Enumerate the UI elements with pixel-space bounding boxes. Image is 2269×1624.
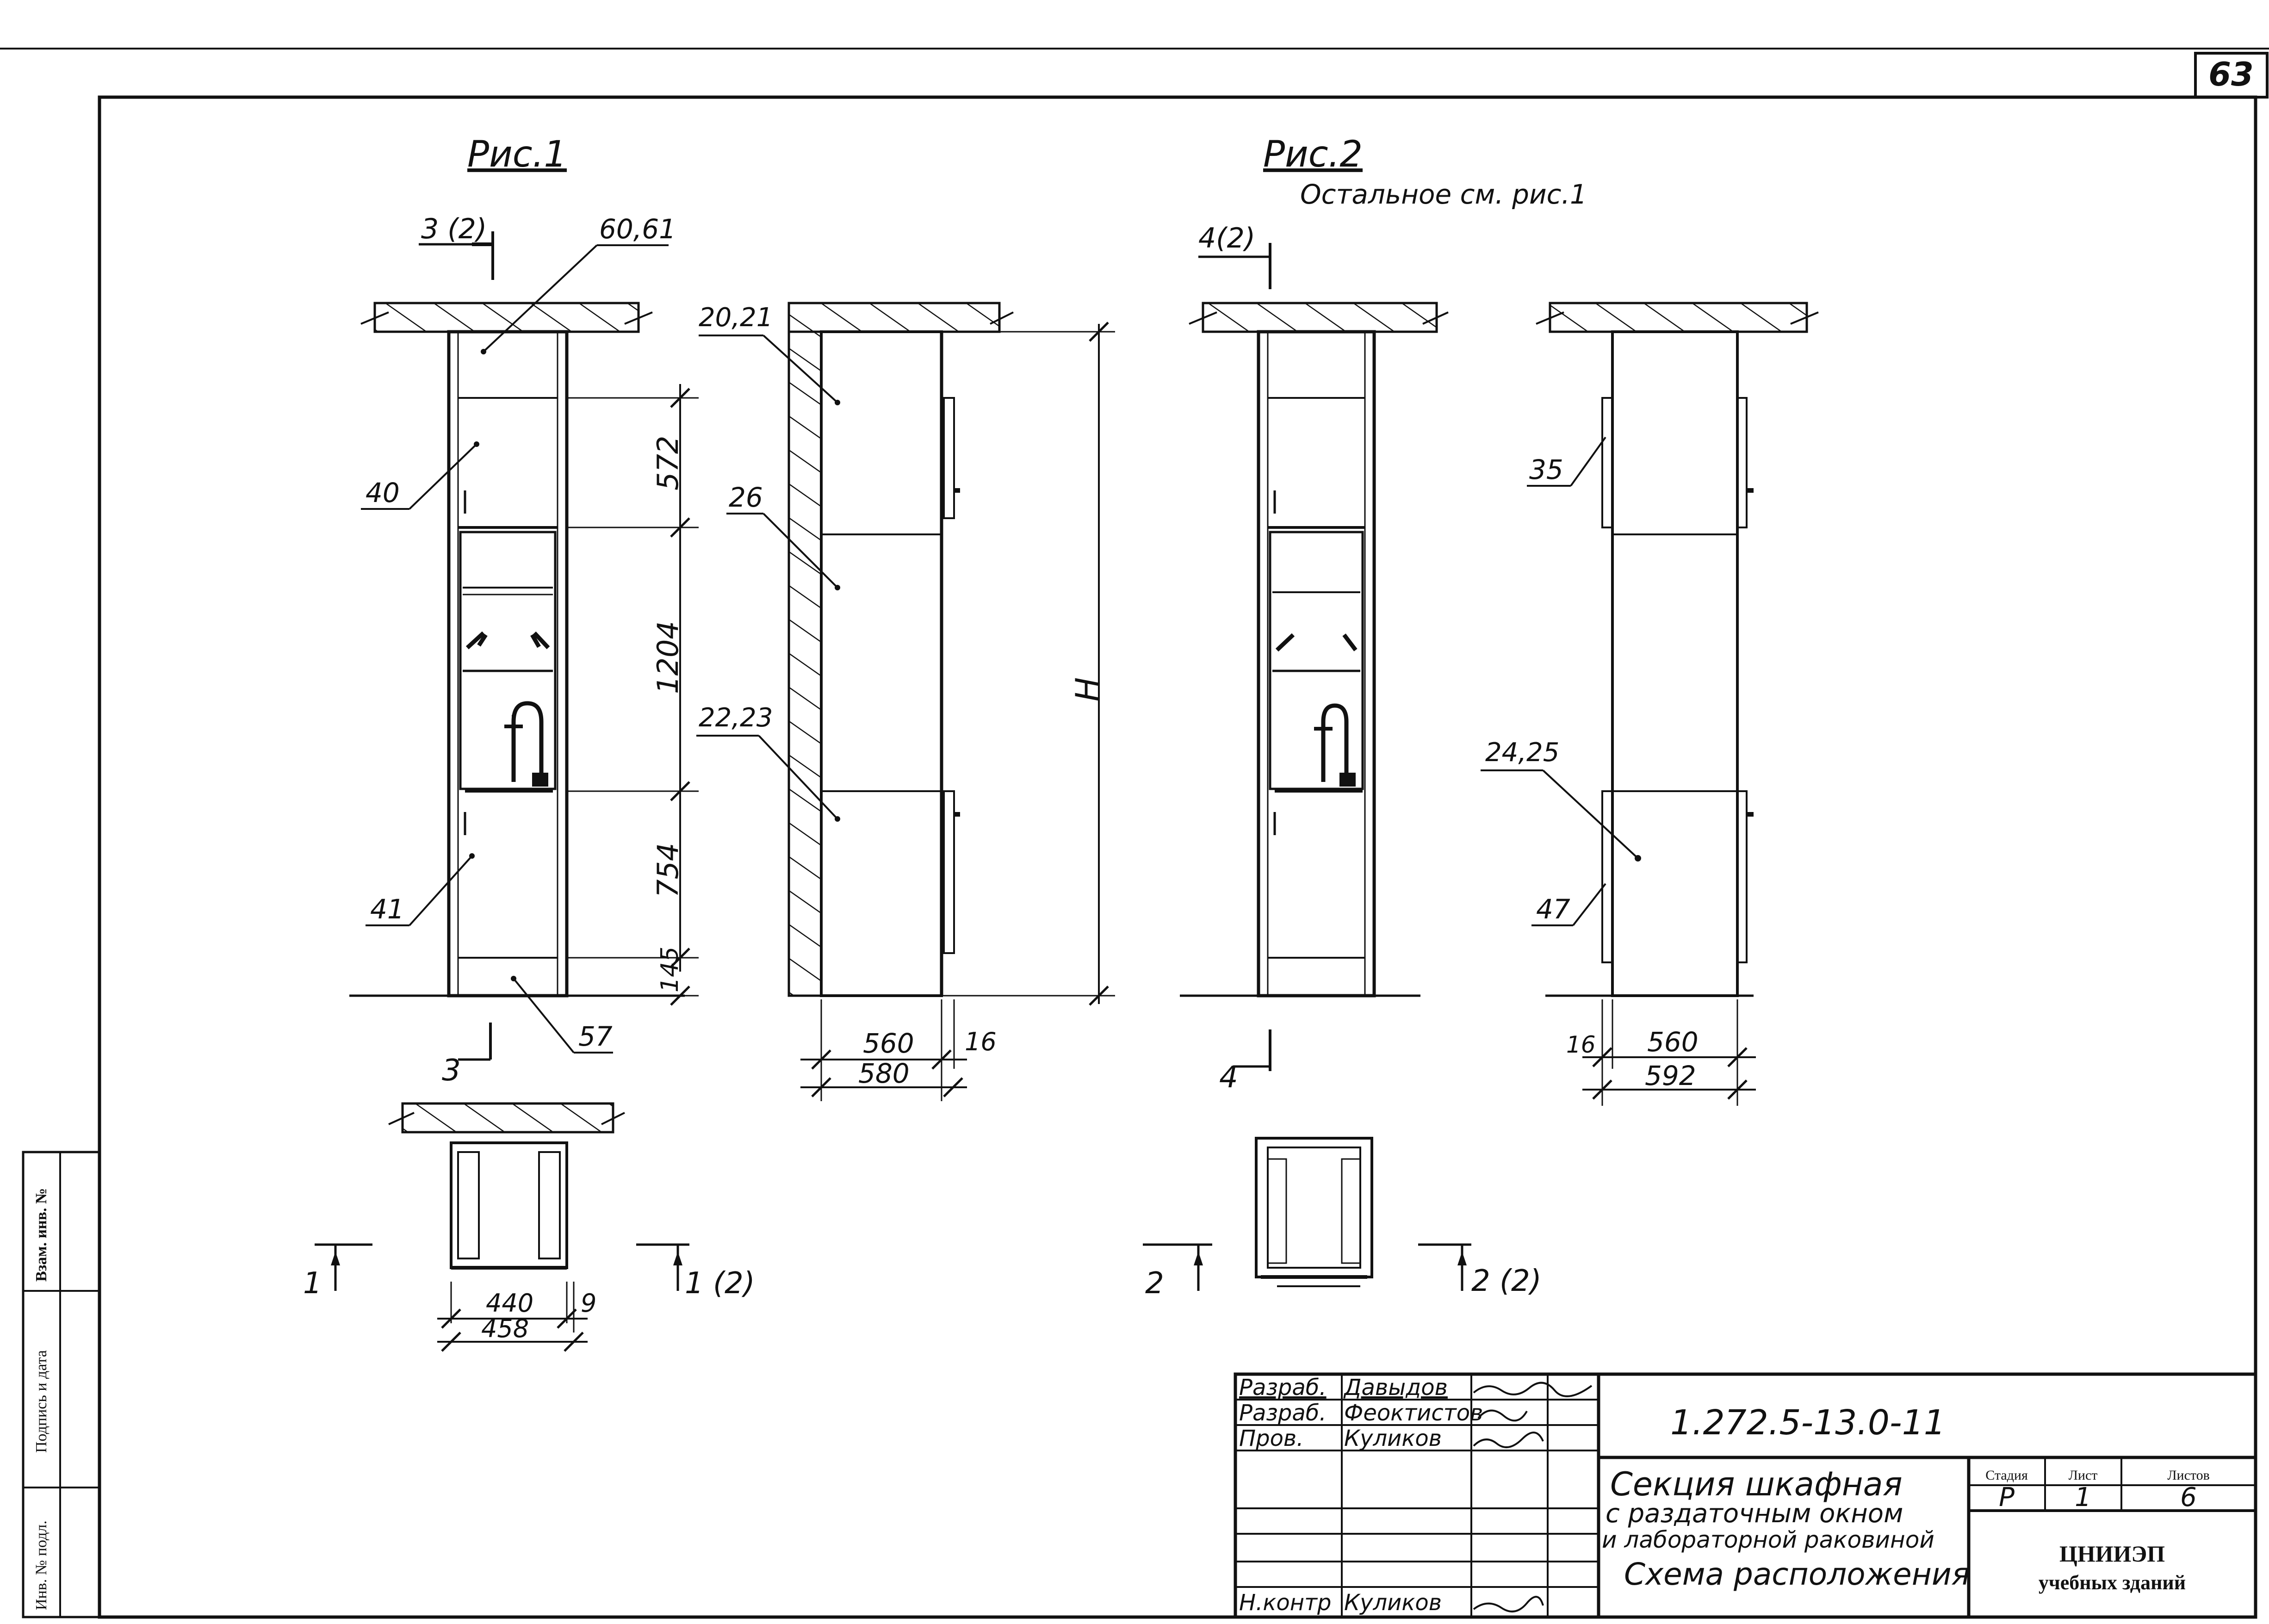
faucet-base	[532, 773, 548, 787]
stage-header: Стадия	[1985, 1468, 2028, 1483]
callout-35: 35	[1529, 454, 1563, 485]
tb-row1-role: Разраб.	[1239, 1375, 1327, 1401]
section-4-label: 4(2)	[1198, 222, 1255, 254]
section-1-right: 1 (2)	[685, 1266, 755, 1301]
callout-20-21: 20,21	[699, 303, 773, 333]
stamp-inv-podl: Инв. № подл.	[33, 1520, 50, 1610]
inner-frame	[98, 95, 2257, 1619]
doc-title-line4: Схема расположения	[1624, 1556, 1970, 1592]
faucet	[511, 701, 544, 782]
fig1-plan-view: 440 9 458 1 1 (2)	[303, 1102, 755, 1352]
org-line1: ЦНИИЭП	[2059, 1541, 2165, 1567]
ceiling-slab	[373, 302, 640, 333]
callout-60-61: 60,61	[599, 213, 676, 245]
dim-458: 458	[481, 1314, 529, 1343]
cabinet-outline	[447, 330, 569, 998]
doc-title-line2: с раздаточным окном	[1606, 1499, 1903, 1529]
tb-row3-name: Куликов	[1344, 1426, 1442, 1451]
dim-9: 9	[581, 1289, 596, 1318]
section-3-label: 3 (2)	[421, 213, 487, 245]
callout-41: 41	[370, 893, 404, 925]
sheet-value: 1	[2075, 1482, 2091, 1512]
tb-row6-role: Н.контр	[1239, 1590, 1332, 1616]
signature-1	[1473, 1382, 1593, 1397]
tb-row2-name: Феоктистов	[1344, 1400, 1483, 1426]
dim-560-a: 560	[863, 1028, 914, 1059]
signature-4	[1473, 1596, 1544, 1612]
section-4-mark: 4	[1219, 1060, 1238, 1095]
sheets-value: 6	[2180, 1482, 2197, 1512]
fig2-plan-view: 2 2 (2)	[1143, 1137, 1542, 1301]
dim-754: 754	[651, 843, 685, 898]
fig2-side-cabinet	[1611, 330, 1739, 997]
fig2-title: Рис.2	[1263, 134, 1363, 175]
window-opening	[459, 531, 557, 790]
dim-592: 592	[1645, 1060, 1696, 1091]
tb-row3-role: Пров.	[1239, 1426, 1303, 1451]
fig1-title: Рис.1	[467, 134, 567, 175]
plan-cabinet	[450, 1141, 568, 1269]
dim-145: 145	[656, 947, 684, 992]
signature-2	[1477, 1409, 1528, 1422]
dim-560-b: 560	[1647, 1026, 1699, 1058]
dim-580: 580	[858, 1058, 910, 1089]
org-line2: учебных зданий	[2039, 1571, 2186, 1594]
callout-57: 57	[578, 1021, 613, 1052]
sheet-header: Лист	[2069, 1468, 2098, 1483]
left-valve	[465, 631, 488, 650]
fig2-note: Остальное см. рис.1	[1300, 179, 1587, 210]
dim-16-b: 16	[1566, 1031, 1596, 1058]
wall-section	[787, 330, 823, 997]
doc-title-line3: и лабораторной раковиной	[1602, 1526, 1934, 1553]
title-block: Разраб. Давыдов Разраб. Феоктистов Пров.…	[1234, 1372, 2257, 1619]
page-number: 63	[2208, 56, 2253, 93]
callout-40: 40	[366, 477, 400, 508]
fig1-side-view: H 20,21 26 22,23 560 16 580	[696, 302, 1115, 1101]
section-3-mark: 3	[442, 1054, 461, 1088]
tb-row6-name: Куликов	[1344, 1590, 1442, 1616]
callout-26: 26	[729, 482, 763, 513]
stamp-vzam-inv: Взам. инв. №	[33, 1188, 50, 1282]
right-valve	[530, 631, 550, 650]
dim-1204: 1204	[651, 621, 685, 694]
stage-value: Р	[1999, 1482, 2015, 1512]
doc-title-line1: Секция шкафная	[1610, 1465, 1903, 1503]
dim-H: H	[1069, 677, 1107, 702]
fig2-front-view: 4(2) 4	[1180, 222, 1449, 1095]
title-block-border	[1234, 1372, 2257, 1619]
callout-22-23: 22,23	[699, 703, 773, 733]
callout-47: 47	[1536, 893, 1570, 925]
section-2-left: 2	[1145, 1266, 1164, 1301]
signature-3	[1473, 1432, 1544, 1448]
section-2-right: 2 (2)	[1471, 1264, 1542, 1298]
dim-572: 572	[651, 436, 685, 490]
frame: 63	[0, 48, 2269, 1619]
tb-row1-name: Давыдов	[1343, 1375, 1448, 1401]
section-1-left: 1	[303, 1266, 322, 1301]
callout-24-25: 24,25	[1485, 738, 1559, 768]
left-stamp: Инв. № подл. Подпись и дата Взам. инв. №	[22, 1151, 101, 1618]
dim-440: 440	[486, 1289, 533, 1318]
page-number-box	[2194, 52, 2269, 99]
dim-16-a: 16	[965, 1027, 997, 1056]
sheets-header: Листов	[2167, 1468, 2210, 1483]
doc-code: 1.272.5-13.0-11	[1670, 1403, 1946, 1443]
tb-row2-role: Разраб.	[1239, 1400, 1327, 1426]
stamp-podpis-data: Подпись и дата	[33, 1350, 50, 1453]
fig2-cabinet	[1257, 330, 1376, 998]
fig1-front-view: 3 (2) 3 60,61 40 41 57 572 1204 7	[349, 213, 699, 1088]
fig2-side-view: 35 24,25 47 16 560 592	[1481, 302, 1819, 1106]
side-cabinet	[820, 330, 943, 997]
